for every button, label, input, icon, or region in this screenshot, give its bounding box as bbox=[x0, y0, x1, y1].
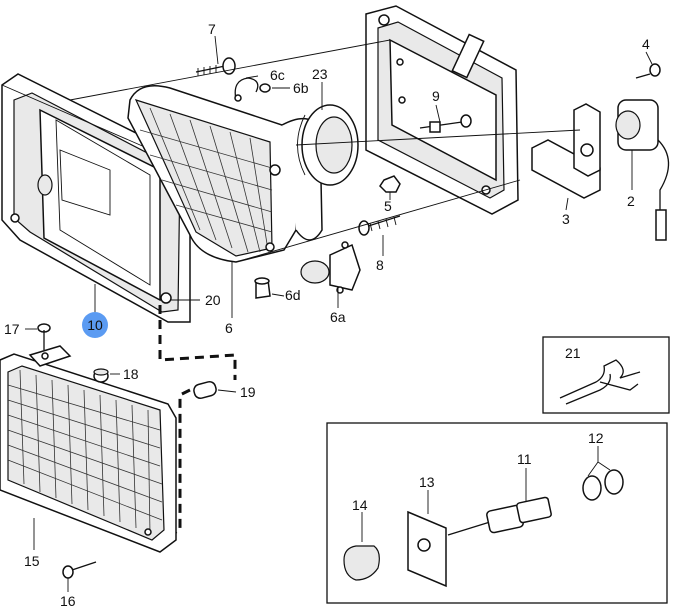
lamp-cap-14 bbox=[343, 512, 380, 581]
screw-9 bbox=[419, 114, 472, 133]
screw-17 bbox=[25, 323, 51, 350]
plate-13 bbox=[407, 490, 447, 588]
callout-14[interactable]: 14 bbox=[352, 497, 368, 513]
adjuster-bracket-3 bbox=[531, 103, 601, 199]
callout-6c[interactable]: 6c bbox=[270, 67, 285, 83]
headlamp-unit bbox=[127, 85, 323, 263]
callout-12[interactable]: 12 bbox=[588, 430, 604, 446]
callout-20[interactable]: 20 bbox=[205, 292, 221, 308]
leader-lines-top bbox=[69, 35, 653, 318]
callout-6d[interactable]: 6d bbox=[285, 287, 301, 303]
bulb-6a bbox=[300, 241, 361, 294]
callout-3[interactable]: 3 bbox=[562, 211, 570, 227]
callout-16[interactable]: 16 bbox=[60, 593, 76, 609]
callout-6b[interactable]: 6b bbox=[293, 80, 309, 96]
callout-labels: 7 6c 6b 23 9 4 2 3 5 8 6a 6d 6 20 17 18 … bbox=[4, 21, 650, 609]
callout-7[interactable]: 7 bbox=[208, 21, 216, 37]
clip-6c bbox=[234, 77, 259, 102]
screw-16 bbox=[62, 561, 97, 592]
nut-5 bbox=[379, 175, 401, 193]
rings-12 bbox=[582, 446, 624, 501]
callout-11[interactable]: 11 bbox=[517, 451, 532, 467]
detail-box-21 bbox=[542, 336, 670, 414]
cap-6d bbox=[254, 277, 271, 299]
callout-13[interactable]: 13 bbox=[419, 474, 435, 490]
screw-4 bbox=[635, 63, 661, 79]
bulb-cover-23 bbox=[297, 104, 359, 186]
callout-6[interactable]: 6 bbox=[225, 320, 233, 336]
clip-6b bbox=[259, 83, 271, 93]
callout-9[interactable]: 9 bbox=[432, 88, 440, 104]
callout-5[interactable]: 5 bbox=[384, 198, 392, 214]
detail-box-parking-light bbox=[326, 422, 668, 604]
headlamp-grille bbox=[0, 345, 177, 553]
callout-23[interactable]: 23 bbox=[312, 66, 328, 82]
level-motor-2 bbox=[615, 99, 670, 241]
screw-7 bbox=[195, 57, 236, 76]
spacer-19 bbox=[193, 380, 237, 400]
callout-15[interactable]: 15 bbox=[24, 553, 40, 569]
callout-18[interactable]: 18 bbox=[123, 366, 139, 382]
callout-17[interactable]: 17 bbox=[4, 321, 20, 337]
nut-18 bbox=[93, 368, 120, 383]
callout-10[interactable]: 10 bbox=[87, 317, 103, 333]
callout-2[interactable]: 2 bbox=[627, 193, 635, 209]
callout-21[interactable]: 21 bbox=[565, 345, 581, 361]
callout-6a[interactable]: 6a bbox=[330, 309, 346, 325]
highlight-marker bbox=[82, 312, 108, 338]
mounting-bracket-frame bbox=[365, 5, 519, 215]
callout-8[interactable]: 8 bbox=[376, 257, 384, 273]
callout-4[interactable]: 4 bbox=[642, 36, 650, 52]
headlamp-bezel-frame bbox=[1, 73, 191, 323]
bulb-holder-11 bbox=[447, 468, 552, 536]
callout-10-highlight[interactable]: 10 bbox=[82, 312, 108, 338]
callout-19[interactable]: 19 bbox=[240, 384, 256, 400]
screw-8 bbox=[358, 215, 401, 236]
